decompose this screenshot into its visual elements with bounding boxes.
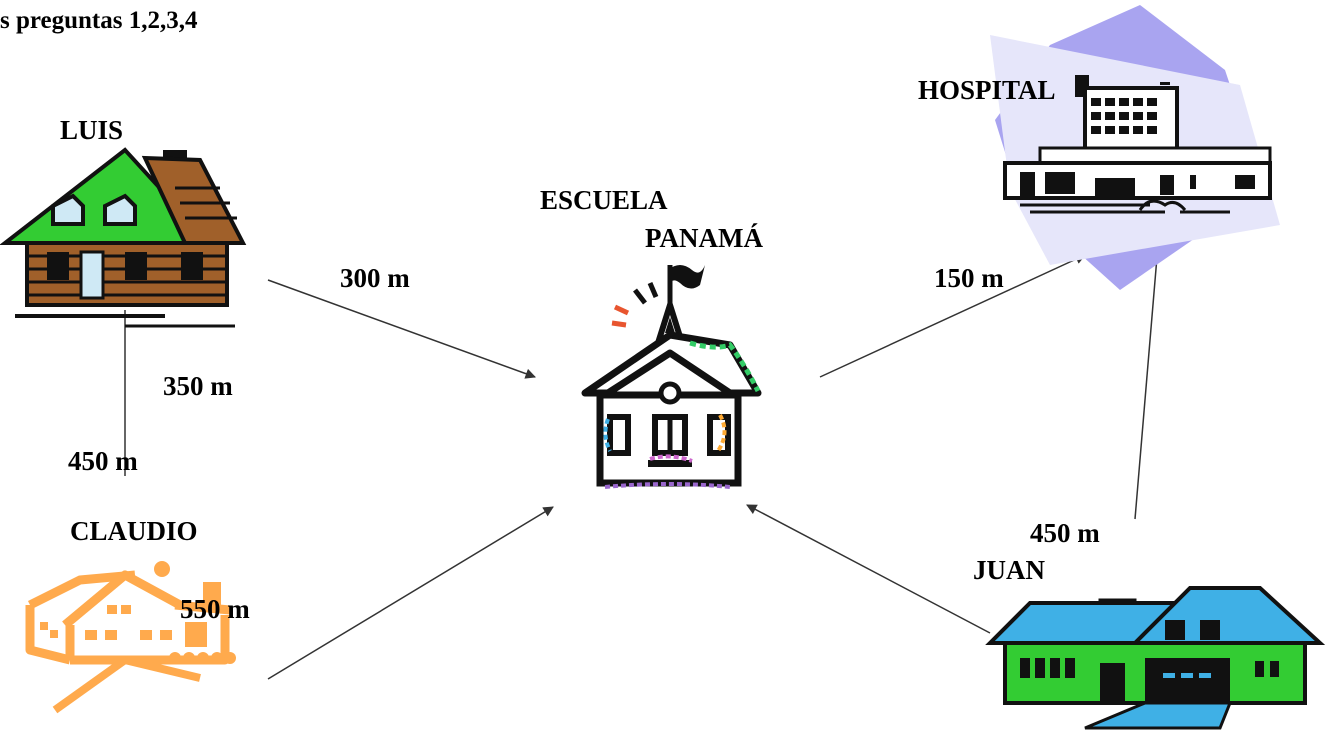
distance-luis-escuela: 300 m	[340, 263, 410, 293]
school-icon	[581, 265, 762, 489]
label-panama: PANAMÁ	[645, 223, 763, 253]
distance-luis-claudio: 450 m	[68, 446, 138, 476]
arrow-escuela-to-hospital	[819, 254, 1086, 378]
hospital-icon	[990, 5, 1280, 290]
arrow-juan-to-escuela	[746, 504, 991, 634]
distance-juan-hospital: 450 m	[1030, 518, 1100, 548]
orange-house-icon	[25, 561, 236, 714]
label-escuela: ESCUELA	[540, 185, 668, 215]
arrow-juan-to-hospital	[1134, 243, 1163, 520]
distance-claudio-escuela: 550 m	[180, 594, 250, 624]
label-claudio: CLAUDIO	[70, 516, 198, 546]
label-hospital: HOSPITAL	[918, 75, 1056, 105]
label-juan: JUAN	[973, 555, 1045, 585]
distance-luis-side: 350 m	[163, 371, 233, 401]
label-luis: LUIS	[60, 115, 124, 145]
green-house-icon	[985, 586, 1326, 730]
log-house-icon	[0, 147, 247, 328]
arrow-luis-to-escuela	[267, 279, 536, 379]
page-header: s preguntas 1,2,3,4	[0, 7, 198, 34]
distance-escuela-hospital: 150 m	[934, 263, 1004, 293]
arrow-claudio-to-escuela	[267, 506, 554, 680]
